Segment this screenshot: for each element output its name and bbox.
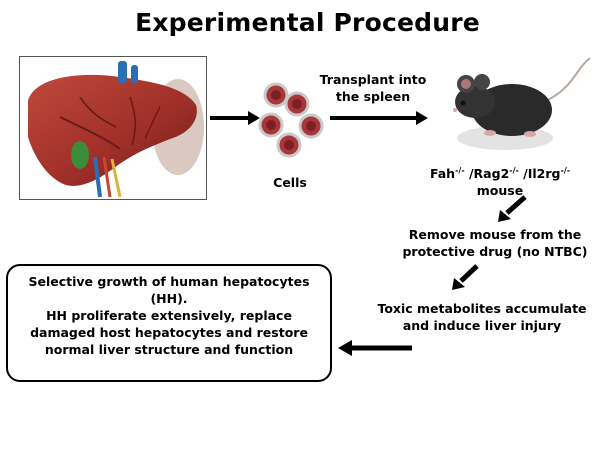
strain-il2rg-sup: -/-: [560, 166, 571, 175]
arrow-to-remove-drug: [498, 195, 527, 222]
mouse-word: mouse: [476, 183, 524, 199]
liver-illustration: [28, 61, 204, 198]
outcome-line-2: (HH).: [150, 291, 188, 306]
page-title: Experimental Procedure: [135, 8, 480, 37]
remove-drug-label: Remove mouse from the protective drug (n…: [385, 226, 605, 260]
transplant-line-2: the spleen: [335, 89, 411, 104]
transplant-line-1: Transplant into: [319, 72, 427, 87]
arrow-to-mouse: [330, 111, 428, 125]
outcome-line-1: Selective growth of human hepatocytes: [28, 274, 310, 289]
mouse-strain-label: Fah-/- /Rag2-/- /Il2rg-/- mouse: [395, 162, 605, 199]
outcome-line-5: normal liver structure and function: [44, 342, 294, 357]
toxic-line-1: Toxic metabolites accumulate: [377, 301, 587, 316]
liver-image-frame: [19, 56, 207, 200]
arrow-to-cells: [210, 111, 260, 125]
mouse-strain-line: Fah-/- /Rag2-/- /Il2rg-/-: [395, 162, 605, 182]
arrow-to-toxic: [452, 264, 479, 290]
strain-fah: Fah: [429, 166, 456, 182]
outcome-box: Selective growth of human hepatocytes (H…: [6, 264, 332, 382]
outcome-line-3: HH proliferate extensively, replace: [46, 308, 292, 323]
arrow-to-outcome: [338, 340, 412, 356]
remove-drug-line-2: protective drug (no NTBC): [402, 244, 588, 259]
transplant-label: Transplant into the spleen: [308, 71, 438, 105]
cell-cluster-icon: [258, 82, 324, 158]
outcome-line-4: damaged host hepatocytes and restore: [30, 325, 308, 340]
cells-label: Cells: [273, 175, 307, 190]
toxic-line-2: and induce liver injury: [402, 318, 562, 333]
strain-rag2-sup: -/-: [509, 166, 519, 175]
toxic-label: Toxic metabolites accumulate and induce …: [362, 300, 602, 334]
strain-il2rg: /Il2rg: [518, 166, 561, 182]
strain-rag2: /Rag2: [464, 166, 510, 182]
remove-drug-line-1: Remove mouse from the: [408, 227, 582, 242]
mouse-illustration: [453, 57, 591, 150]
strain-fah-sup: -/-: [455, 166, 465, 175]
